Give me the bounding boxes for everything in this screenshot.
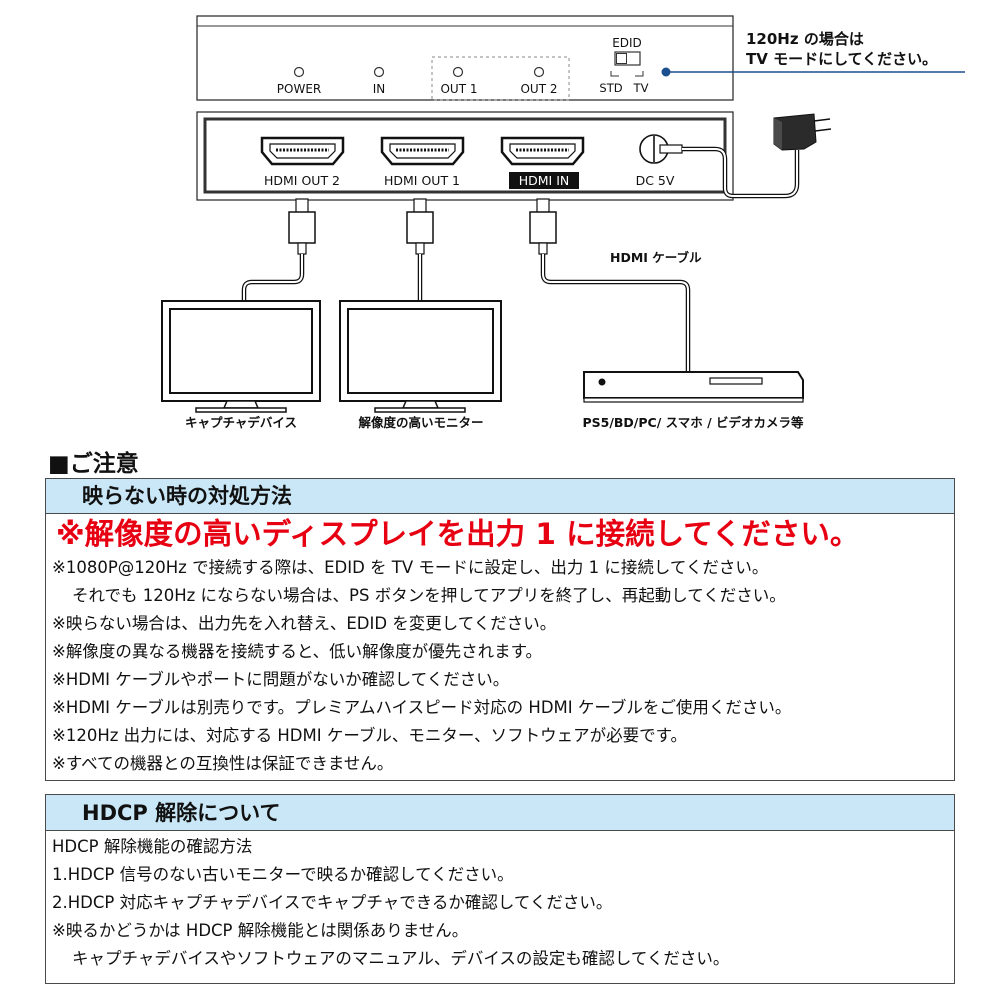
- capture-device-label: キャプチャデバイス: [185, 415, 297, 430]
- callout-line2: TV モードにしてください。: [746, 50, 937, 68]
- connection-diagram: POWER IN OUT 1 OUT 2 EDID STD TV 120Hz の…: [161, 15, 965, 430]
- callout-line1: 120Hz の場合は: [746, 30, 864, 48]
- hdmi-port-icon: [260, 136, 345, 166]
- hdmi-cable-in: [529, 198, 691, 372]
- hdcp-heading: HDCP 解除について: [46, 795, 954, 831]
- hdcp-body: HDCP 解除機能の確認方法 1.HDCP 信号のない古いモニターで映るか確認し…: [46, 831, 954, 973]
- out1-label: OUT 1: [440, 82, 477, 96]
- hdmi-port-icon: [500, 136, 585, 166]
- high-res-monitor-label: 解像度の高いモニター: [358, 415, 483, 430]
- hdcp-line: キャプチャデバイスやソフトウェアのマニュアル、デバイスの設定も確認してください。: [72, 949, 730, 968]
- edid-tv-label: TV: [633, 81, 649, 95]
- monitor-icon: [339, 300, 502, 413]
- note-line: それでも 120Hz にならない場合は、PS ボタンを押してアプリを終了し、再起…: [72, 586, 786, 605]
- hdcp-section: HDCP 解除について HDCP 解除機能の確認方法 1.HDCP 信号のない古…: [45, 794, 955, 984]
- edid-switch[interactable]: EDID STD TV: [599, 36, 648, 95]
- hdcp-line: HDCP 解除機能の確認方法: [52, 837, 253, 856]
- out2-label: OUT 2: [520, 82, 557, 96]
- game-console-icon: [583, 371, 804, 403]
- hdmi-in-label-bg: [509, 172, 579, 189]
- troubleshooting-heading: 映らない時の対処方法: [46, 479, 954, 514]
- out1-led-icon: [452, 66, 464, 78]
- hdcp-line: 2.HDCP 対応キャプチャデバイスでキャプチャできるか確認してください。: [52, 893, 613, 912]
- out-led-group-frame: [431, 56, 570, 101]
- note-line: ※映らない場合は、出力先を入れ替え、EDID を変更してください。: [52, 614, 557, 633]
- dc-5v-label: DC 5V: [636, 173, 675, 188]
- note-line: ※HDMI ケーブルやポートに問題がないか確認してください。: [52, 670, 510, 689]
- hdmi-cable-label: HDMI ケーブル: [610, 250, 702, 265]
- note-line: ※HDMI ケーブルは別売りです。プレミアムハイスピード対応の HDMI ケーブ…: [52, 698, 792, 717]
- out2-led-icon: [533, 66, 545, 78]
- notes-title: ■ご注意: [48, 451, 139, 477]
- note-line: ※1080P@120Hz で接続する際は、EDID を TV モードに設定し、出…: [52, 558, 769, 577]
- hdmi-out1-label: HDMI OUT 1: [384, 173, 460, 188]
- in-label: IN: [373, 82, 386, 96]
- splitter-rear-panel: HDMI OUT 2 HDMI OUT 1 HDMI IN DC 5V: [196, 111, 734, 201]
- power-cable: [659, 144, 800, 199]
- note-line: ※120Hz 出力には、対応する HDMI ケーブル、モニター、ソフトウェアが必…: [52, 726, 688, 745]
- source-device-label: PS5/BD/PC/ スマホ / ビデオカメラ等: [582, 415, 804, 430]
- hdmi-port-icon: [380, 136, 465, 166]
- edid-label: EDID: [612, 36, 642, 50]
- hdcp-line: 1.HDCP 信号のない古いモニターで映るか確認してください。: [52, 865, 514, 884]
- callout-dot: [661, 67, 671, 77]
- power-adapter-icon: [773, 113, 832, 151]
- in-led-icon: [373, 66, 385, 78]
- hdmi-cable-out1: [406, 198, 434, 301]
- troubleshooting-section: 映らない時の対処方法 ※解像度の高いディスプレイを出力 1 に接続してください。…: [45, 478, 955, 781]
- power-label: POWER: [277, 82, 321, 96]
- splitter-front-panel: POWER IN OUT 1 OUT 2 EDID STD TV: [196, 15, 965, 101]
- hdcp-line: ※映るかどうかは HDCP 解除機能とは関係ありません。: [52, 921, 469, 940]
- hdmi-out2-label: HDMI OUT 2: [264, 173, 340, 188]
- note-line: ※すべての機器との互換性は保証できません。: [52, 754, 394, 773]
- hdmi-in-label: HDMI IN: [519, 173, 570, 188]
- edid-std-label: STD: [599, 81, 622, 95]
- hdmi-cable-out2: [241, 198, 316, 301]
- note-line: ※解像度の異なる機器を接続すると、低い解像度が優先されます。: [52, 642, 543, 661]
- power-led-icon: [293, 66, 305, 78]
- monitor-icon: [161, 300, 321, 413]
- warning-text: ※解像度の高いディスプレイを出力 1 に接続してください。: [56, 517, 860, 551]
- troubleshooting-body: ※解像度の高いディスプレイを出力 1 に接続してください。 ※1080P@120…: [46, 514, 954, 778]
